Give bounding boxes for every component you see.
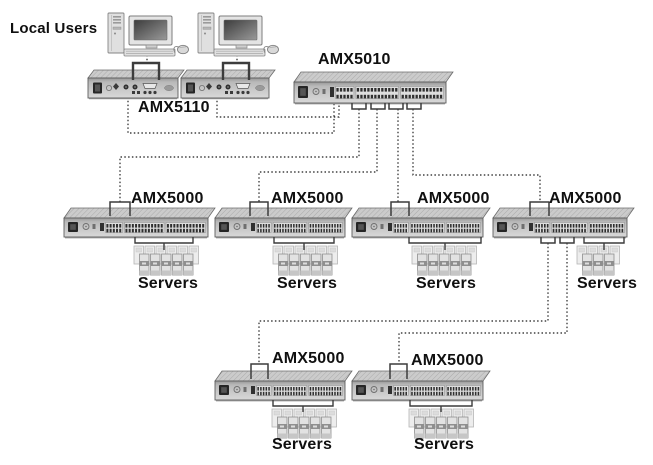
cascade-staple-amx5000-4-a (540, 237, 556, 244)
downlink-staple-5010-3 (388, 103, 404, 110)
amx5010-unit (293, 71, 454, 105)
downlink-staple-5010-4 (406, 103, 422, 110)
workstation-2 (197, 12, 279, 57)
amx5000-6-label: AMX5000 (411, 352, 484, 369)
downlink-staple-5010-2 (370, 103, 386, 110)
amx5000-unit-6 (351, 370, 491, 402)
workstation-1 (107, 12, 189, 57)
server-cluster-5 (271, 408, 337, 439)
servers-5-label: Servers (271, 436, 333, 453)
server-cluster-6 (408, 408, 474, 439)
server-cluster-1 (133, 245, 199, 276)
amx5000-5-label: AMX5000 (272, 350, 345, 367)
amx5000-3-label: AMX5000 (417, 190, 490, 207)
amx5000-unit-5 (214, 370, 353, 402)
amx5000-unit-2 (214, 207, 353, 239)
servers-6-label: Servers (413, 436, 475, 453)
uplink-staple-amx5000-3 (390, 201, 410, 216)
amx5000-unit-1 (63, 207, 216, 239)
edge-amx5010-to-amx5000-1 (119, 109, 360, 202)
amx5110-unit-2 (180, 69, 276, 100)
amx5000-4-label: AMX5000 (549, 190, 622, 207)
uplink-staple-amx5000-5 (250, 363, 269, 379)
amx5110-label: AMX5110 (138, 99, 210, 116)
edge-amx5010-to-amx5000-2 (258, 109, 378, 202)
local-users-label: Local Users (10, 20, 98, 37)
amx5010-label: AMX5010 (318, 51, 391, 68)
edge-amx5000-4-to-amx5000-5 (258, 243, 549, 364)
pc-cable-bracket-2 (221, 61, 251, 80)
amx5000-unit-4 (492, 207, 635, 239)
downlink-staple-5010-1 (351, 103, 367, 110)
servers-2-label: Servers (276, 275, 338, 292)
servers-1-label: Servers (137, 275, 199, 292)
amx5000-2-label: AMX5000 (271, 190, 344, 207)
amx5000-1-label: AMX5000 (131, 190, 204, 207)
server-cluster-3 (411, 245, 477, 276)
cascade-staple-amx5000-4-b (559, 237, 575, 244)
amx5000-unit-3 (351, 207, 491, 239)
server-cluster-4 (576, 245, 620, 276)
uplink-staple-amx5000-6 (389, 363, 408, 379)
uplink-staple-amx5000-2 (249, 201, 269, 216)
amx5110-unit-1 (87, 69, 185, 100)
uplink-staple-amx5000-1 (109, 201, 131, 216)
servers-4-label: Servers (576, 275, 638, 292)
edge-amx5010-to-amx5000-4 (412, 109, 541, 202)
edge-amx5110-2-to-amx5010 (216, 97, 340, 118)
servers-3-label: Servers (415, 275, 477, 292)
pc-cable-bracket-1 (131, 61, 161, 80)
uplink-staple-amx5000-4 (529, 201, 550, 216)
server-cluster-2 (272, 245, 338, 276)
